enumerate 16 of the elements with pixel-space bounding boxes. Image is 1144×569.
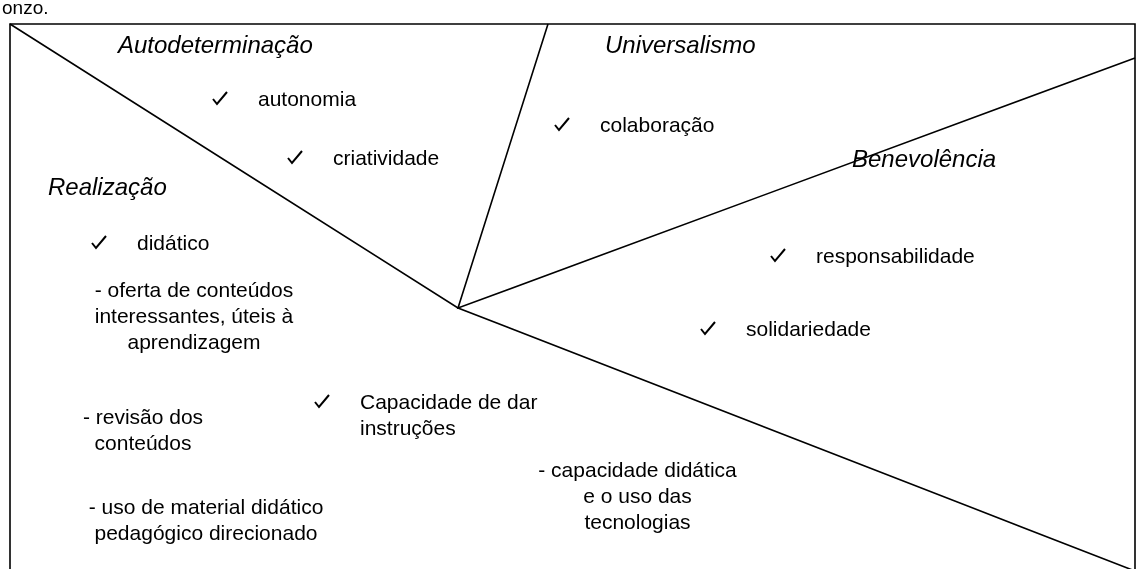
sector-heading: Realização <box>48 174 168 200</box>
item-text: - oferta de conteúdos interessantes, úteis à aprendizagem <box>93 277 295 355</box>
value-item: colaboração <box>600 112 716 138</box>
value-item: responsabilidade <box>816 243 976 269</box>
value-item: criatividade <box>333 145 441 171</box>
sector-heading: Benevolência <box>852 146 998 172</box>
value-item: Capacidade de dar instruções <box>360 389 539 441</box>
item-text: - capacidade didática e o uso das tecnologias <box>537 457 738 535</box>
value-item: autonomia <box>258 86 358 112</box>
sector-heading: Universalismo <box>605 32 757 58</box>
sector-heading: Autodeterminação <box>118 32 314 58</box>
text-fragment: onzo. <box>2 0 49 19</box>
item-text: - uso de material didático pedagógico direcionado <box>87 494 325 546</box>
value-item: didático <box>137 230 211 256</box>
value-item: solidariedade <box>746 316 872 342</box>
item-text: - revisão dos conteúdos <box>81 404 205 456</box>
